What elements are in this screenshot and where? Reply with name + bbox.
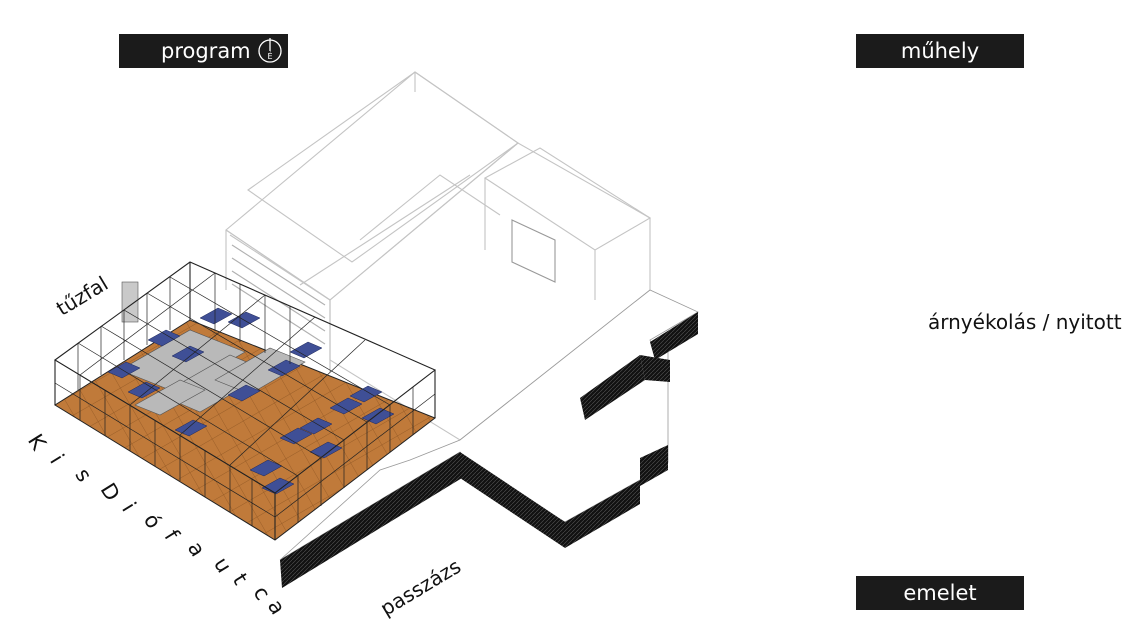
muhely-label: műhely: [856, 34, 1024, 68]
street-letter: c: [248, 581, 276, 605]
ground-plinth: [279, 289, 699, 588]
street-letter: a: [262, 595, 291, 619]
street-letter: a: [182, 537, 211, 561]
glass-frame: [54, 261, 437, 540]
street-letter: u: [208, 552, 237, 578]
street-letter: s: [70, 463, 97, 487]
compass-letter: É: [267, 50, 272, 61]
street-letter: i: [117, 498, 141, 516]
north-arrow-icon: É: [258, 38, 282, 63]
street-letter: ó: [138, 509, 167, 533]
skylight-panels: [107, 307, 395, 495]
muhely-label-text: műhely: [900, 39, 980, 63]
workshop-equipment: [119, 281, 306, 416]
street-letter: i: [45, 450, 69, 468]
program-label-text: program: [161, 39, 251, 63]
street-name-label: K i s D i ó f a u t c a: [22, 425, 292, 625]
emelet-label: emelet: [856, 576, 1024, 610]
street-letter: K: [23, 429, 51, 455]
emelet-label-text: emelet: [903, 581, 977, 605]
ghost-building: [225, 71, 652, 441]
program-label: program: [119, 34, 288, 68]
street-letter: f: [159, 525, 184, 545]
street-letter: D: [95, 478, 125, 506]
shading-label: árnyékolás / nyitott: [928, 310, 1122, 334]
street-letter: t: [227, 569, 253, 589]
